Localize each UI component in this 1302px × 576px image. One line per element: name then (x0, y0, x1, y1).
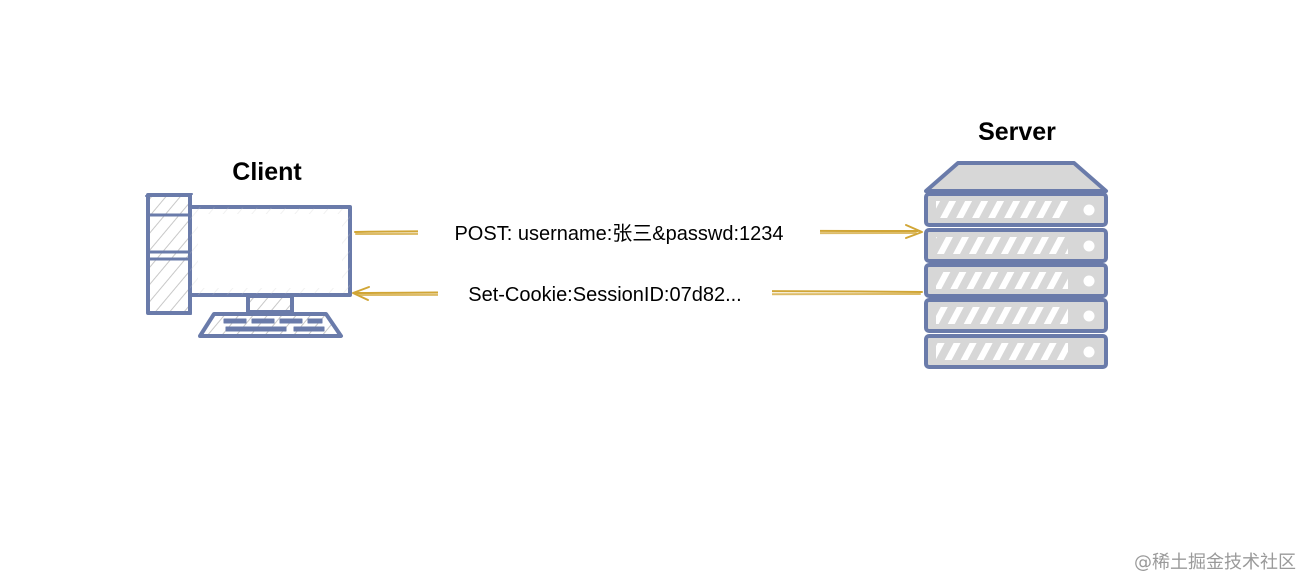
client-node[interactable]: Client (145, 158, 352, 338)
server-unit (924, 263, 1108, 298)
desktop-computer-icon (145, 193, 352, 338)
response-edge[interactable]: Set-Cookie:SessionID:07d82... (352, 279, 923, 309)
server-unit (924, 192, 1108, 227)
server-node[interactable]: Server (924, 118, 1108, 369)
server-label: Server (978, 118, 1056, 146)
request-edge[interactable]: POST: username:张三&passwd:1234 (354, 218, 923, 248)
client-label: Client (232, 158, 302, 186)
server-unit (924, 334, 1108, 369)
server-unit (924, 298, 1108, 333)
server-rack-icon (924, 161, 1108, 369)
server-unit (924, 228, 1108, 263)
response-label: Set-Cookie:SessionID:07d82... (468, 284, 742, 306)
request-label: POST: username:张三&passwd:1234 (454, 222, 783, 245)
watermark: @稀土掘金技术社区 (1134, 552, 1296, 573)
